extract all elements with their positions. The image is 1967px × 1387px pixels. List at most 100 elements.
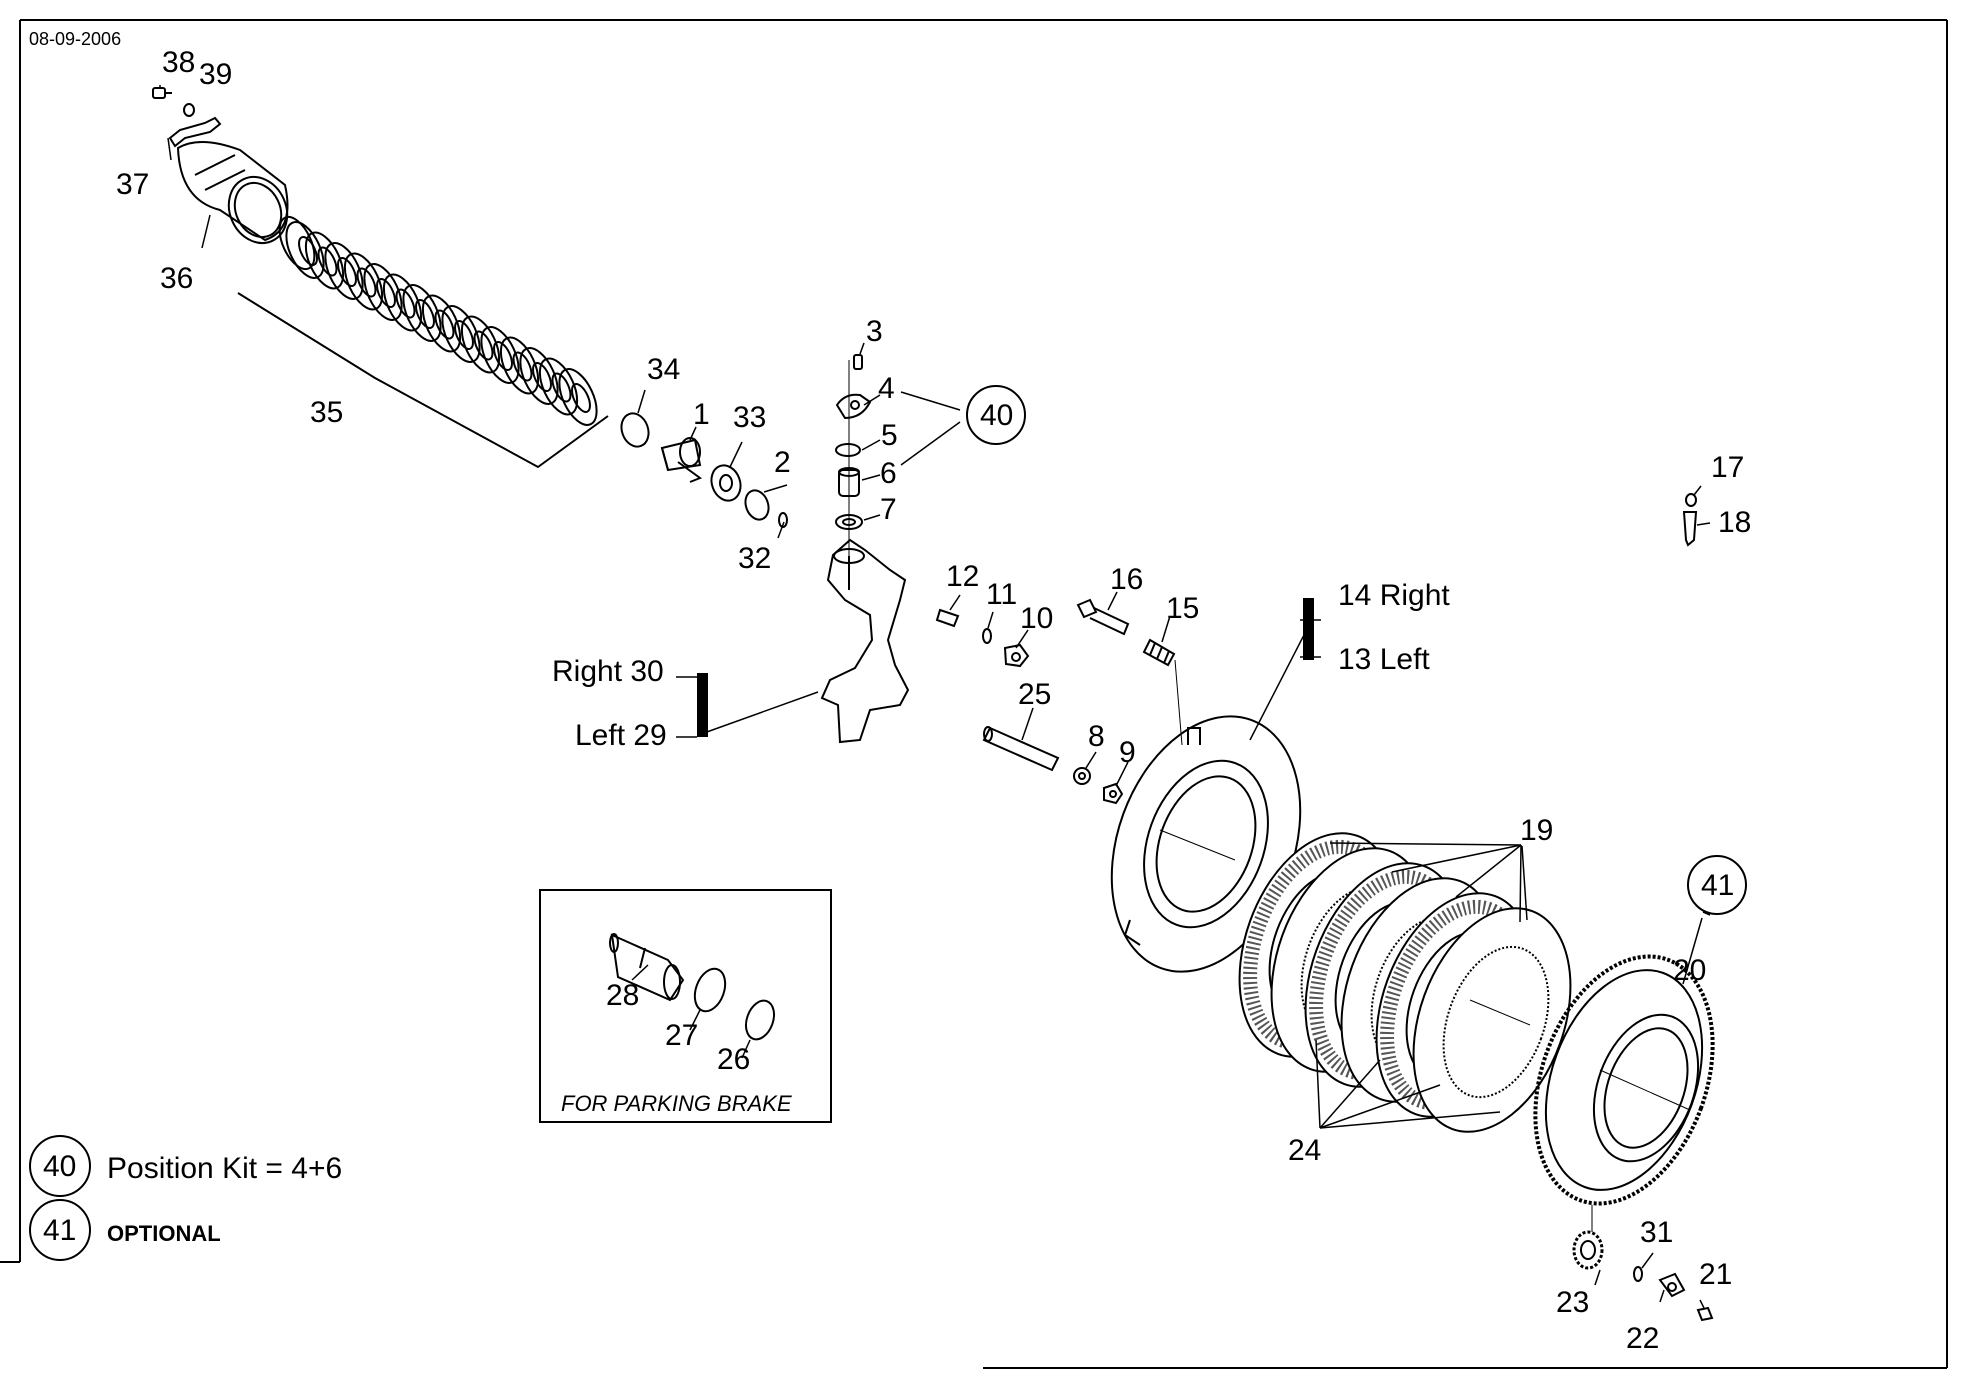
callout-35: 35	[310, 396, 344, 429]
leader-35	[237, 292, 609, 469]
part-26-oring	[744, 999, 776, 1041]
spring-disc-bore	[454, 320, 474, 350]
part-23-pinion	[1572, 1205, 1604, 1270]
spring-disc-bore	[512, 351, 533, 382]
spring-disc	[558, 368, 598, 426]
callout-17: 17	[1711, 451, 1745, 484]
callout-32: 32	[738, 542, 772, 575]
part-9-nut	[1103, 782, 1124, 805]
callout-24: 24	[1288, 1134, 1322, 1167]
callout-20: 20	[1673, 954, 1707, 987]
legend-number-40: 40	[43, 1150, 77, 1183]
callout-33: 33	[733, 401, 767, 434]
parking-brake-inset-box	[539, 889, 832, 1123]
legend-number-41: 41	[43, 1214, 77, 1247]
callout-1: 1	[693, 398, 710, 431]
leader-lines	[159, 85, 1711, 1309]
callout-18: 18	[1718, 506, 1752, 539]
part-8-washer	[1073, 767, 1091, 785]
disc-axis	[1469, 999, 1531, 1026]
part-32-ring	[778, 512, 788, 528]
part-33-bearing	[710, 464, 742, 502]
part-25-stud	[982, 726, 1060, 772]
part-34-oring	[620, 412, 650, 448]
part-29-30-lever	[820, 538, 910, 744]
callout-22: 22	[1626, 1322, 1660, 1355]
callout-12: 12	[946, 560, 980, 593]
part-3-screw	[853, 354, 863, 370]
part-4-cover	[835, 393, 872, 420]
axis-15	[1174, 659, 1183, 746]
legend-text-41: OPTIONAL	[107, 1221, 221, 1246]
callout-39: 39	[199, 58, 233, 91]
variant-label-right-14: 14 Right	[1338, 579, 1450, 612]
part-22-clip	[1658, 1272, 1686, 1298]
callout-38: 38	[162, 46, 196, 79]
kit-number-41: 41	[1701, 869, 1735, 902]
spring-disc-bore	[395, 288, 416, 319]
callout-21: 21	[1699, 1258, 1733, 1291]
part-27-ring	[693, 967, 727, 1013]
callout-3: 3	[866, 315, 883, 348]
callout-36: 36	[160, 262, 194, 295]
callout-23: 23	[1556, 1286, 1590, 1319]
spring-disc-bore	[415, 299, 435, 329]
part-39-washer	[183, 103, 195, 117]
spring-disc-bore	[317, 246, 338, 277]
part-15-spring	[1142, 638, 1176, 667]
callout-28: 28	[606, 979, 640, 1012]
callout-11: 11	[986, 578, 1018, 611]
variant-bar-29-30	[697, 673, 708, 737]
spring-disc-bore	[473, 330, 494, 361]
callout-10: 10	[1020, 602, 1054, 635]
callout-16: 16	[1110, 563, 1144, 596]
spring-disc-bore	[376, 278, 396, 308]
kit-circle-41	[1687, 855, 1747, 915]
spring-disc-bore	[571, 383, 591, 413]
variant-label-left-29: Left 29	[575, 719, 667, 752]
spring-disc-bore	[434, 309, 455, 340]
part-1-shaft	[660, 437, 703, 483]
callout-31: 31	[1640, 1216, 1674, 1249]
part-36-piston-sleeve	[176, 140, 289, 245]
callout-9: 9	[1119, 736, 1136, 769]
variant-bar-13-14	[1303, 598, 1314, 660]
part-21-screw	[1696, 1306, 1714, 1322]
part-11-ring	[982, 628, 992, 644]
part-5-oring	[835, 443, 861, 457]
callout-34: 34	[647, 353, 681, 386]
part-2-oring	[744, 489, 770, 521]
kit-number-40: 40	[980, 399, 1014, 432]
part-38-screw	[152, 87, 172, 99]
callout-25: 25	[1018, 678, 1052, 711]
part-31-ring	[1633, 1266, 1643, 1282]
spring-end-washer	[278, 215, 316, 271]
callout-6: 6	[880, 457, 897, 490]
spring-disc	[285, 221, 325, 279]
drawing-date: 08-09-2006	[29, 29, 122, 49]
variant-label-right-30: Right 30	[552, 655, 664, 688]
sheet-frame	[0, 19, 1948, 1369]
callout-15: 15	[1166, 592, 1200, 625]
callout-37: 37	[116, 168, 150, 201]
legend-circle-40	[29, 1135, 91, 1197]
part-19-24-disc-pack	[1238, 832, 1572, 1133]
callout-19: 19	[1520, 814, 1554, 847]
callout-26: 26	[717, 1043, 751, 1076]
part-18-bleeder	[1682, 511, 1698, 547]
callout-27: 27	[665, 1019, 699, 1052]
callout-8: 8	[1088, 720, 1105, 753]
spring-disc-bore	[356, 267, 377, 298]
callout-7: 7	[880, 493, 897, 526]
legend-circle-41	[29, 1199, 91, 1261]
spring-disc-bore	[551, 372, 572, 403]
callout-4: 4	[878, 372, 895, 405]
spring-disc-bore	[532, 362, 552, 392]
legend-text-40: Position Kit = 4+6	[107, 1152, 343, 1185]
part-20-ring-gear	[1533, 954, 1715, 1206]
part-37-bracket	[168, 116, 222, 148]
part-13-14-housing	[1110, 715, 1302, 973]
part-35-spring-stack	[278, 215, 598, 426]
spring-disc-bore	[493, 341, 513, 371]
